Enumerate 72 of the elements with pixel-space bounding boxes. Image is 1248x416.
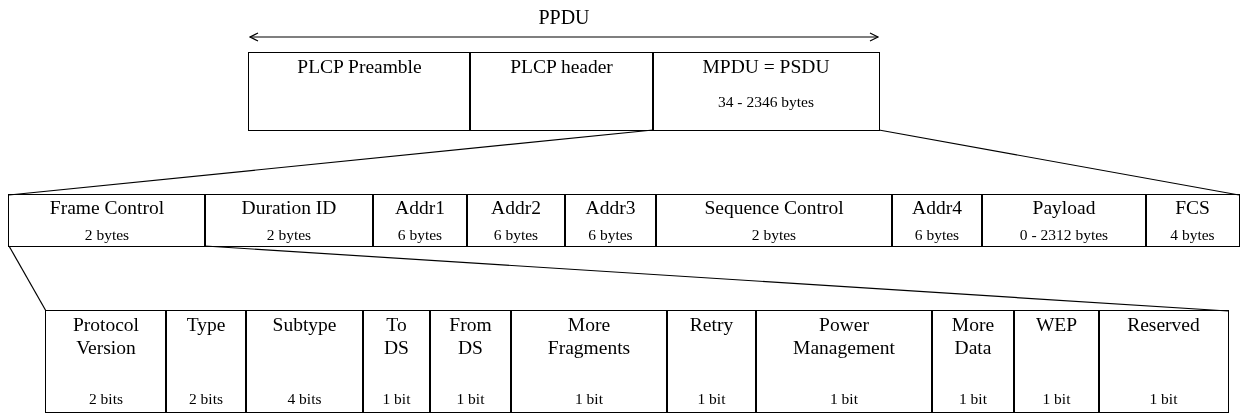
field-name: Addr2 bbox=[491, 196, 541, 220]
field-name: More Data bbox=[951, 313, 995, 360]
field-name: Addr1 bbox=[395, 196, 445, 220]
field-size: 4 bits bbox=[287, 388, 322, 408]
field-cell bbox=[1013, 310, 1100, 413]
field-name: Addr3 bbox=[585, 196, 636, 220]
field-name: Addr4 bbox=[912, 196, 962, 220]
field-cell bbox=[891, 194, 983, 247]
field-name: Duration ID bbox=[241, 196, 337, 220]
field-name: Protocol Version bbox=[72, 313, 140, 360]
field-size: 1 bit bbox=[697, 388, 726, 408]
field-size: 1 bit bbox=[959, 388, 987, 408]
field-name: From DS bbox=[449, 313, 492, 360]
field-size: 6 bytes bbox=[914, 224, 960, 244]
field-size: 1 bit bbox=[830, 388, 858, 408]
expansion-line bbox=[204, 245, 1229, 312]
field-name: WEP bbox=[1035, 313, 1078, 337]
expansion-line bbox=[878, 129, 1240, 196]
field-cell bbox=[466, 194, 566, 247]
field-cell bbox=[1145, 194, 1240, 247]
field-cell bbox=[666, 310, 757, 413]
field-name: Payload bbox=[1032, 196, 1096, 220]
field-size: 1 bit bbox=[575, 388, 603, 408]
field-size: 0 - 2312 bytes bbox=[1019, 224, 1109, 244]
field-size: 1 bit bbox=[1149, 388, 1178, 408]
field-size: 6 bytes bbox=[493, 224, 539, 244]
field-cell bbox=[165, 310, 247, 413]
field-cell bbox=[8, 194, 206, 247]
field-name: Reserved bbox=[1127, 313, 1200, 337]
field-cell bbox=[248, 52, 471, 131]
field-size: 2 bits bbox=[88, 388, 123, 408]
field-cell bbox=[362, 310, 431, 413]
field-cell bbox=[45, 310, 167, 413]
field-name: Sequence Control bbox=[704, 196, 844, 220]
field-name: More Fragments bbox=[547, 313, 631, 360]
field-name: PLCP header bbox=[510, 55, 613, 79]
field-name: To DS bbox=[384, 313, 409, 360]
field-name: FCS bbox=[1175, 196, 1210, 220]
field-cell bbox=[469, 52, 654, 131]
field-size: 2 bytes bbox=[84, 224, 130, 244]
field-size: 34 - 2346 bytes bbox=[718, 92, 814, 112]
field-name: Subtype bbox=[272, 313, 337, 337]
field-cell bbox=[372, 194, 468, 247]
field-cell bbox=[429, 310, 512, 413]
field-cell bbox=[755, 310, 933, 413]
field-name: MPDU = PSDU bbox=[702, 55, 830, 79]
field-cell bbox=[655, 194, 893, 247]
expansion-line bbox=[8, 129, 654, 196]
field-size: 6 bytes bbox=[397, 224, 443, 244]
field-name: Type bbox=[186, 313, 226, 337]
field-cell bbox=[1098, 310, 1229, 413]
field-cell bbox=[245, 310, 364, 413]
field-size: 1 bit bbox=[456, 388, 485, 408]
field-cell bbox=[204, 194, 374, 247]
field-name: PLCP Preamble bbox=[297, 55, 422, 79]
field-size: 2 bytes bbox=[751, 224, 797, 244]
field-name: Frame Control bbox=[49, 196, 165, 220]
field-size: 2 bits bbox=[188, 388, 223, 408]
field-cell bbox=[564, 194, 657, 247]
field-size: 2 bytes bbox=[266, 224, 312, 244]
field-size: 6 bytes bbox=[588, 224, 633, 244]
field-size: 1 bit bbox=[1042, 388, 1071, 408]
field-cell bbox=[981, 194, 1147, 247]
expansion-line bbox=[8, 245, 47, 312]
field-cell bbox=[931, 310, 1015, 413]
field-name: Power Management bbox=[793, 313, 895, 360]
dimension-label: PPDU bbox=[538, 6, 590, 29]
field-size: 1 bit bbox=[382, 388, 411, 408]
field-name: Retry bbox=[689, 313, 734, 337]
field-size: 4 bytes bbox=[1170, 224, 1215, 244]
field-cell bbox=[652, 52, 880, 131]
field-cell bbox=[510, 310, 668, 413]
